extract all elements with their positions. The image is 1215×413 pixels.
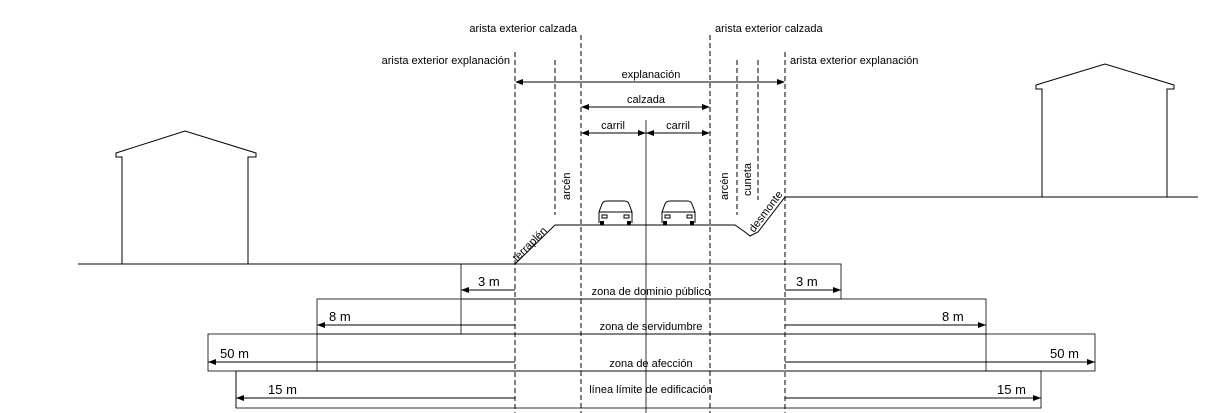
label-carril-right: carril [666, 120, 690, 132]
label-calzada: calzada [627, 94, 666, 106]
distance-15m-left: 15 m [268, 382, 297, 397]
reference-lines [514, 35, 786, 413]
label-terraplen: terraplén [511, 225, 550, 264]
zone-dimension-lines [208, 287, 1095, 401]
zone-edificacion: línea límite de edificación [589, 384, 713, 396]
distance-3m-left: 3 m [478, 274, 500, 289]
car-icon [598, 200, 633, 225]
distance-15m-right: 15 m [997, 382, 1026, 397]
house-icon [115, 130, 257, 264]
label-carril-left: carril [601, 120, 625, 132]
distance-50m-right: 50 m [1050, 346, 1079, 361]
label-arista-calzada-right: arista exterior calzada [715, 23, 823, 35]
dimension-lines-top [515, 79, 785, 136]
label-cuneta: cuneta [742, 162, 754, 196]
zone-servidumbre: zona de servidumbre [600, 321, 703, 333]
label-arcen-left: arcén [561, 172, 573, 200]
label-arista-explanacion-left: arista exterior explanación [382, 55, 510, 67]
label-arista-explanacion-right: arista exterior explanación [790, 55, 918, 67]
label-arcen-right: arcén [719, 172, 731, 200]
house-icon [1035, 63, 1175, 197]
car-icon [661, 200, 696, 225]
distance-50m-left: 50 m [220, 346, 249, 361]
zone-boxes [207, 263, 1096, 409]
label-arista-calzada-left: arista exterior calzada [469, 23, 577, 35]
zone-afeccion: zona de afección [609, 358, 692, 370]
distance-8m-right: 8 m [942, 309, 964, 324]
distance-3m-right: 3 m [796, 274, 818, 289]
terrain-profile [78, 196, 1198, 265]
label-explanacion: explanación [622, 69, 681, 81]
zone-dominio-publico: zona de dominio público [592, 286, 711, 298]
distance-8m-left: 8 m [329, 309, 351, 324]
